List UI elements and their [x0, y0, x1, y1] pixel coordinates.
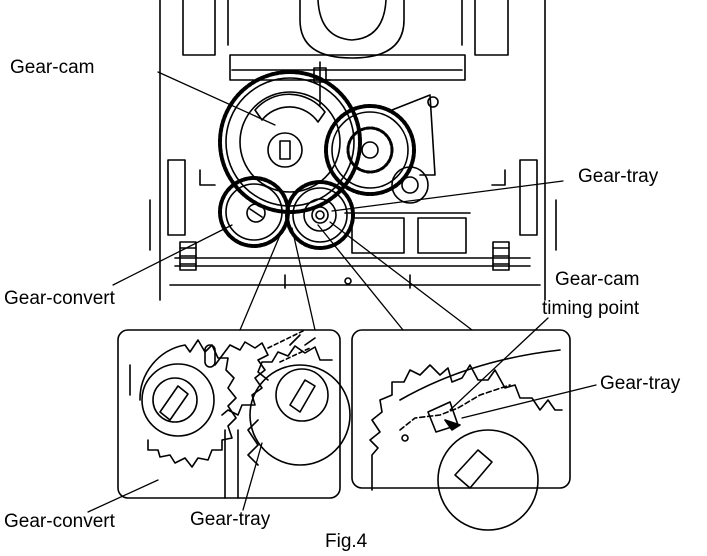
- zoom-lines: [239, 221, 473, 331]
- leader-lines-upper: [112, 71, 564, 286]
- gear-tray-upper: [285, 180, 355, 250]
- leader-lines-lower: [87, 317, 597, 513]
- detail-window-right: [351, 329, 571, 531]
- label-gear-tray-main: Gear-tray: [578, 166, 659, 187]
- label-gear-tray-detail-left: Gear-tray: [190, 509, 271, 530]
- label-gear-convert-detail: Gear-convert: [4, 511, 115, 532]
- tray-chassis: [149, 0, 557, 301]
- gear-right-train: [324, 94, 439, 204]
- label-gear-cam-timing-line2: timing point: [542, 298, 640, 319]
- label-gear-convert-main: Gear-convert: [4, 288, 115, 309]
- label-gear-tray-detail-right: Gear-tray: [600, 373, 681, 394]
- figure-caption: Fig.4: [325, 531, 368, 552]
- label-gear-cam-timing-line1: Gear-cam: [555, 269, 640, 290]
- label-gear-cam: Gear-cam: [10, 57, 95, 78]
- detail-window-left: [117, 329, 351, 499]
